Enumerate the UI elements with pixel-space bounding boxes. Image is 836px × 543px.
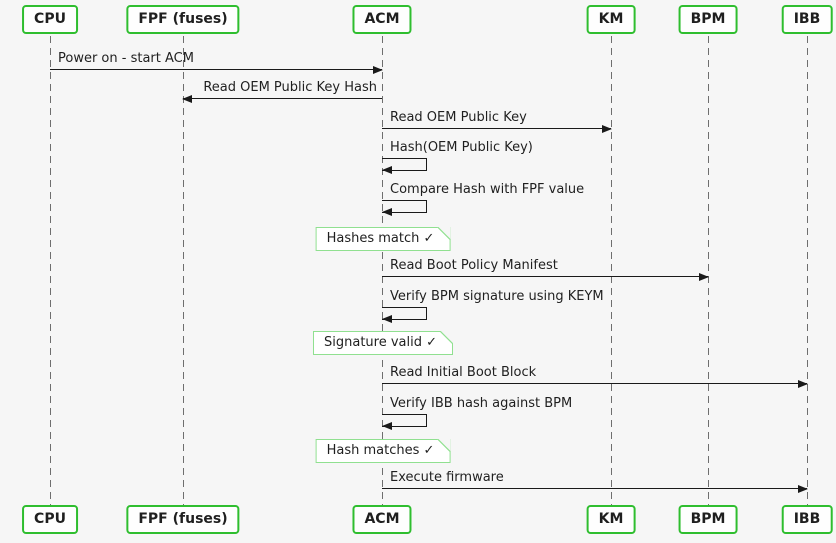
message-self-arrow-verify-ibb	[382, 414, 427, 430]
participant-bpm-bottom: BPM	[678, 505, 738, 534]
message-arrow-execute-firmware	[382, 485, 808, 493]
lifeline-bpm	[708, 36, 709, 506]
lifeline-km	[611, 36, 612, 506]
note-fold-icon	[440, 331, 454, 344]
note-label: Hash matches ✓	[326, 443, 435, 458]
lifeline-cpu	[50, 36, 51, 506]
message-self-arrow-hash-key	[382, 158, 427, 174]
participant-acm-bottom: ACM	[352, 505, 412, 534]
lifeline-ibb	[807, 36, 808, 506]
message-self-arrow-verify-bpm	[382, 307, 427, 323]
participant-km-top: KM	[586, 5, 636, 34]
message-label-hash-key: Hash(OEM Public Key)	[390, 140, 533, 155]
participant-acm-top: ACM	[352, 5, 412, 34]
arrowhead-right-icon	[602, 125, 612, 133]
participant-ibb-bottom: IBB	[781, 505, 833, 534]
message-label-verify-bpm: Verify BPM signature using KEYM	[390, 289, 604, 304]
participant-bpm-top: BPM	[678, 5, 738, 34]
note-hash-matches: Hash matches ✓	[315, 439, 451, 463]
participant-km-bottom: KM	[586, 505, 636, 534]
arrowhead-right-icon	[798, 485, 808, 493]
message-self-arrow-compare-hash	[382, 200, 427, 216]
message-label-read-oem-key: Read OEM Public Key	[390, 110, 527, 125]
message-arrow-read-oem-key	[382, 125, 612, 133]
note-fold-icon	[437, 439, 451, 452]
message-label-read-ibb: Read Initial Boot Block	[390, 365, 537, 380]
message-arrow-read-ibb	[382, 380, 808, 388]
arrowhead-left-icon	[382, 315, 392, 323]
message-label-read-bpm: Read Boot Policy Manifest	[390, 258, 558, 273]
participant-ibb-top: IBB	[781, 5, 833, 34]
note-label: Hashes match ✓	[326, 231, 435, 246]
message-label-verify-ibb: Verify IBB hash against BPM	[390, 396, 573, 411]
participant-cpu-top: CPU	[22, 5, 78, 34]
message-label-power-on: Power on - start ACM	[58, 51, 194, 66]
message-label-read-oem-hash: Read OEM Public Key Hash	[203, 80, 377, 95]
message-arrow-read-oem-hash	[182, 95, 382, 103]
lifeline-acm	[382, 36, 383, 506]
arrowhead-left-icon	[382, 166, 392, 174]
message-label-execute-firmware: Execute firmware	[390, 470, 504, 485]
lifeline-fpf	[183, 36, 184, 506]
arrowhead-left-icon	[382, 208, 392, 216]
note-signature-valid: Signature valid ✓	[312, 331, 454, 355]
arrowhead-left-icon	[382, 422, 392, 430]
participant-cpu-bottom: CPU	[22, 505, 78, 534]
participant-fpf-bottom: FPF (fuses)	[126, 505, 240, 534]
arrowhead-left-icon	[182, 95, 192, 103]
arrowhead-right-icon	[373, 66, 383, 74]
message-arrow-read-bpm	[382, 273, 709, 281]
message-arrow-power-on	[50, 66, 383, 74]
note-fold-icon	[437, 227, 451, 240]
note-label: Signature valid ✓	[323, 335, 438, 350]
participant-fpf-top: FPF (fuses)	[126, 5, 240, 34]
arrowhead-right-icon	[798, 380, 808, 388]
message-label-compare-hash: Compare Hash with FPF value	[390, 182, 585, 197]
note-hashes-match: Hashes match ✓	[315, 227, 451, 251]
arrowhead-right-icon	[699, 273, 709, 281]
